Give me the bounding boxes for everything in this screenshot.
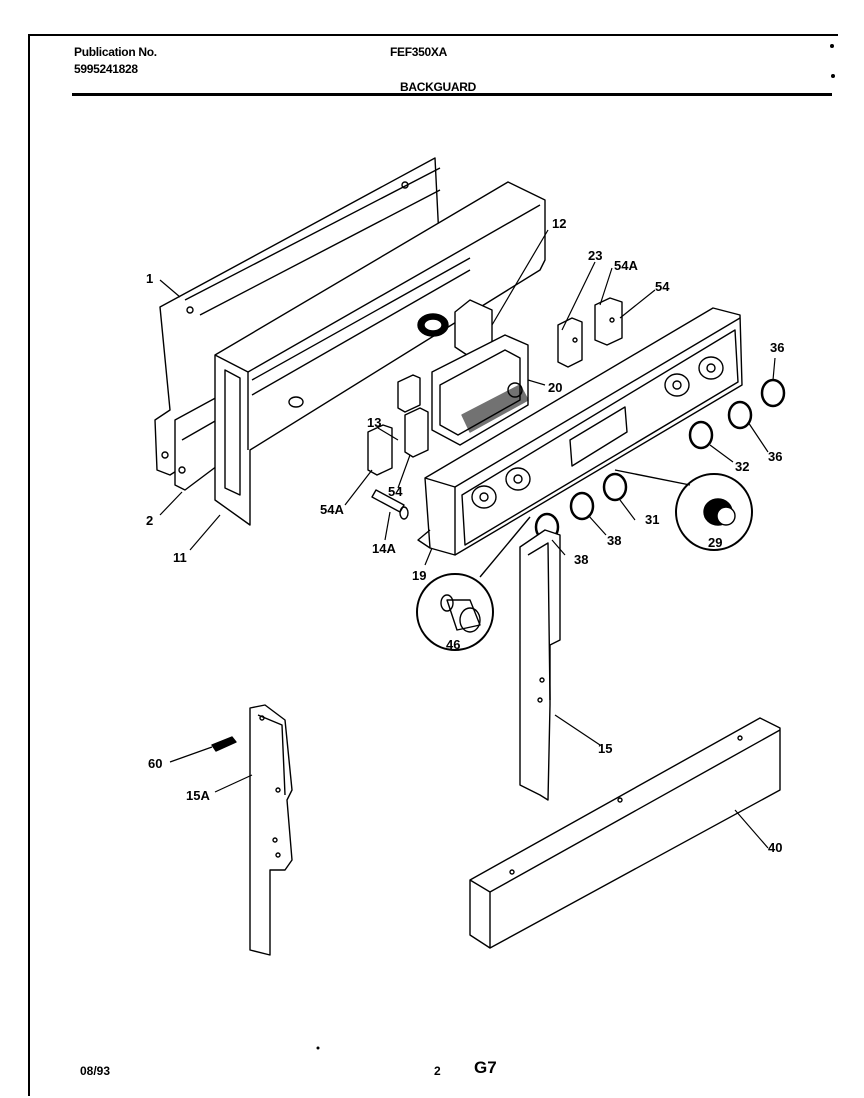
margin-specks [316, 44, 835, 1050]
footer-date: 08/93 [80, 1064, 111, 1078]
lower-switches-part [367, 374, 429, 476]
callout-38-lower: 38 [574, 552, 588, 567]
callout-15: 15 [598, 741, 612, 756]
callout-54-upper: 54 [655, 279, 670, 294]
callout-60: 60 [148, 756, 162, 771]
callout-54a-lower: 54A [320, 502, 344, 517]
callout-23: 23 [588, 248, 602, 263]
callout-46: 46 [446, 637, 460, 652]
right-side-bracket-part [519, 529, 561, 801]
callout-1: 1 [146, 271, 153, 286]
clock-timer-part [431, 334, 529, 446]
callout-29: 29 [708, 535, 722, 550]
leader-lines [159, 229, 776, 849]
backguard-body-part [214, 181, 546, 526]
upper-switches-part [557, 297, 623, 368]
callout-2: 2 [146, 513, 153, 528]
footer-page: 2 [434, 1064, 441, 1078]
callout-14a: 14A [372, 541, 396, 556]
footer-code: G7 [474, 1058, 497, 1077]
indicator-light-part [371, 489, 409, 520]
header-rule [72, 93, 832, 96]
callout-40: 40 [768, 840, 782, 855]
screw-part [211, 736, 237, 752]
publication-number: 5995241828 [74, 62, 138, 76]
callout-54a-upper: 54A [614, 258, 638, 273]
callout-13: 13 [367, 415, 381, 430]
publication-label: Publication No. [74, 45, 157, 59]
callout-19: 19 [412, 568, 426, 583]
callout-12: 12 [552, 216, 566, 231]
section-title: BACKGUARD [400, 80, 476, 94]
control-panel-part [417, 307, 743, 556]
callout-38-upper: 38 [607, 533, 621, 548]
left-side-bracket-part [249, 704, 293, 956]
knob-detail-29 [614, 469, 753, 551]
callout-36-right: 36 [768, 449, 782, 464]
callout-11: 11 [173, 550, 187, 565]
page-frame [28, 34, 838, 1096]
callout-20: 20 [548, 380, 562, 395]
callout-15a: 15A [186, 788, 210, 803]
model-number: FEF350XA [390, 45, 447, 59]
callout-32: 32 [735, 459, 749, 474]
callout-36-top: 36 [770, 340, 784, 355]
trim-part [469, 717, 781, 949]
knob-detail-46 [416, 516, 531, 651]
callout-31: 31 [645, 512, 659, 527]
callout-54-lower: 54 [388, 484, 403, 499]
